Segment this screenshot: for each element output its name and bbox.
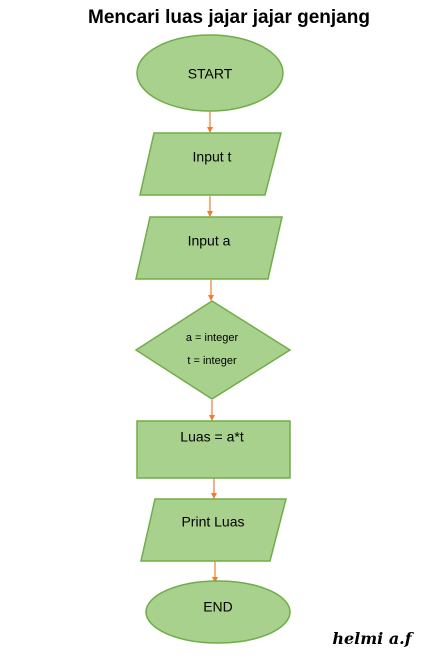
start-label: START bbox=[188, 66, 233, 82]
diagram-title: Mencari luas jajar jajar genjang bbox=[88, 7, 370, 28]
input-t-node: Input t bbox=[139, 132, 282, 196]
author-signature: helmi a.f bbox=[332, 629, 414, 648]
decision-line-2: t = integer bbox=[187, 355, 237, 367]
process-node: Luas = a*t bbox=[136, 420, 291, 479]
decision-diamond bbox=[134, 300, 292, 400]
start-terminal: START bbox=[136, 34, 284, 112]
print-node: Print Luas bbox=[140, 498, 287, 562]
input-a-node: Input a bbox=[135, 216, 283, 280]
decision-line-1: a = integer bbox=[186, 332, 239, 344]
end-ellipse bbox=[145, 580, 291, 644]
end-label: END bbox=[203, 599, 233, 615]
input-t-label: Input t bbox=[193, 149, 232, 165]
input-a-parallelogram bbox=[135, 216, 283, 280]
process-label: Luas = a*t bbox=[180, 429, 244, 445]
print-label: Print Luas bbox=[181, 514, 244, 530]
start-ellipse bbox=[136, 34, 284, 112]
end-terminal: END bbox=[145, 580, 291, 644]
input-t-parallelogram bbox=[139, 132, 282, 196]
connectors bbox=[207, 111, 218, 583]
input-a-label: Input a bbox=[188, 233, 231, 249]
decision-node: a = integer t = integer bbox=[134, 300, 292, 400]
process-rectangle bbox=[136, 420, 291, 479]
print-parallelogram bbox=[140, 498, 287, 562]
